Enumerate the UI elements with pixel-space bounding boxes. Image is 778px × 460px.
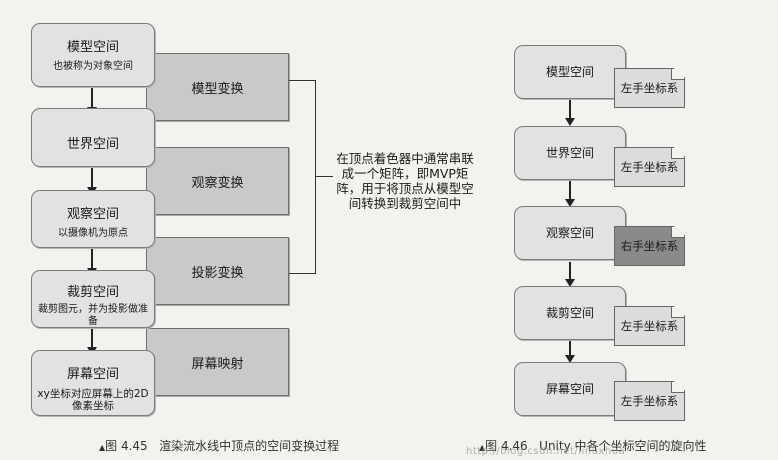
space-subtitle: 裁剪图元，并为投影做准备 bbox=[38, 304, 148, 327]
figure-number: 图 4.46 bbox=[485, 439, 528, 453]
r-space-model: 模型空间 bbox=[514, 45, 626, 99]
handedness-label: 左手坐标系 bbox=[620, 319, 679, 333]
space-title: 观察空间 bbox=[545, 226, 594, 240]
transform-label: 投影变换 bbox=[191, 265, 244, 281]
space-world: 世界空间 bbox=[31, 108, 155, 167]
space-subtitle: xy坐标对应屏幕上的2D像素坐标 bbox=[37, 388, 149, 412]
mvp-bracket bbox=[289, 80, 316, 274]
transform-screen-mapping: 屏幕映射 bbox=[146, 328, 289, 396]
r-space-clip: 裁剪空间 bbox=[514, 286, 626, 340]
flow-arrow bbox=[87, 167, 97, 195]
transform-label: 观察变换 bbox=[191, 175, 244, 191]
space-title: 裁剪空间 bbox=[66, 285, 119, 300]
space-clip: 裁剪空间 裁剪图元，并为投影做准备 bbox=[31, 270, 155, 328]
space-screen: 屏幕空间 xy坐标对应屏幕上的2D像素坐标 bbox=[31, 350, 155, 416]
space-title: 模型空间 bbox=[545, 65, 594, 79]
figure-title: 渲染流水线中顶点的空间变换过程 bbox=[159, 439, 340, 453]
handedness-doc-clip: 左手坐标系 bbox=[614, 306, 685, 346]
flow-arrow bbox=[87, 327, 97, 355]
figure-number: 图 4.45 bbox=[105, 439, 148, 453]
space-title: 屏幕空间 bbox=[545, 382, 594, 396]
flow-arrow bbox=[87, 248, 97, 276]
space-title: 屏幕空间 bbox=[66, 367, 119, 382]
mvp-bracket-connector bbox=[315, 176, 333, 177]
space-title: 世界空间 bbox=[66, 137, 119, 152]
handedness-label: 右手坐标系 bbox=[620, 239, 679, 253]
r-space-world: 世界空间 bbox=[514, 126, 626, 180]
space-subtitle: 以摄像机为原点 bbox=[58, 228, 128, 239]
space-title: 观察空间 bbox=[66, 207, 119, 222]
handedness-label: 左手坐标系 bbox=[620, 394, 679, 408]
flow-arrow bbox=[565, 99, 575, 126]
handedness-doc-view: 右手坐标系 bbox=[614, 226, 685, 266]
space-model: 模型空间 也被称为对象空间 bbox=[31, 23, 155, 87]
figure-caption-left: ▲图 4.45 渲染流水线中顶点的空间变换过程 bbox=[99, 437, 339, 454]
figure-caption-right: ▲图 4.46 Unity 中各个坐标空间的旋向性 bbox=[479, 437, 707, 454]
handedness-label: 左手坐标系 bbox=[620, 81, 679, 95]
transform-label: 屏幕映射 bbox=[191, 356, 244, 372]
r-space-view: 观察空间 bbox=[514, 206, 626, 260]
space-title: 模型空间 bbox=[66, 40, 119, 55]
figure-title: Unity 中各个坐标空间的旋向性 bbox=[539, 439, 707, 453]
watermark: http://blog.csdn.net/linuxhua bbox=[466, 446, 626, 457]
handedness-label: 左手坐标系 bbox=[620, 160, 679, 174]
transform-view: 观察变换 bbox=[146, 147, 289, 215]
flow-arrow bbox=[565, 262, 575, 287]
handedness-doc-world: 左手坐标系 bbox=[614, 147, 685, 187]
mvp-note: 在顶点着色器中通常串联成一个矩阵，即MVP矩阵，用于将顶点从模型空间转换到裁剪空… bbox=[336, 151, 474, 211]
flow-arrow bbox=[565, 338, 575, 363]
triangle-icon: ▲ bbox=[479, 443, 486, 452]
space-title: 世界空间 bbox=[545, 146, 594, 160]
handedness-doc-screen: 左手坐标系 bbox=[614, 381, 685, 421]
flow-arrow bbox=[565, 180, 575, 207]
transform-label: 模型变换 bbox=[191, 81, 244, 97]
transform-projection: 投影变换 bbox=[146, 237, 289, 305]
r-space-screen: 屏幕空间 bbox=[514, 362, 626, 416]
flow-arrow bbox=[87, 87, 97, 115]
handedness-doc-model: 左手坐标系 bbox=[614, 68, 685, 108]
space-title: 裁剪空间 bbox=[545, 306, 594, 320]
transform-model: 模型变换 bbox=[146, 53, 289, 121]
space-view: 观察空间 以摄像机为原点 bbox=[31, 190, 155, 248]
triangle-icon: ▲ bbox=[99, 443, 106, 452]
space-subtitle: 也被称为对象空间 bbox=[53, 61, 133, 72]
